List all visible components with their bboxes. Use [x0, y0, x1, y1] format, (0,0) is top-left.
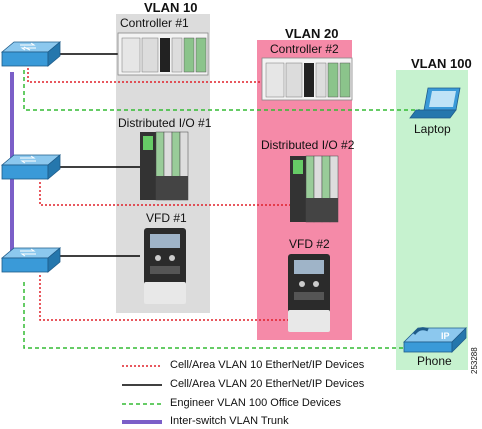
legend-label-vlan20: Cell/Area VLAN 20 EtherNet/IP Devices — [170, 378, 365, 390]
link-sw1-laptop — [23, 70, 420, 111]
dio1-label: Distributed I/O #1 — [118, 116, 212, 130]
phone-label: Phone — [417, 354, 452, 368]
vfd2-label: VFD #2 — [289, 237, 330, 251]
figure-number: 253288 — [470, 347, 479, 374]
legend-label-vlan10: Cell/Area VLAN 10 EtherNet/IP Devices — [170, 359, 365, 371]
link-sw3-phone — [23, 282, 408, 349]
vfd1-label: VFD #1 — [146, 211, 187, 225]
ip-phone-icon: IP — [403, 327, 467, 353]
controller-chassis-icon — [117, 32, 209, 76]
vlan20-title: VLAN 20 — [285, 26, 339, 41]
legend-label-vlan100: Engineer VLAN 100 Office Devices — [170, 397, 341, 409]
vfd-drive-icon — [288, 254, 330, 332]
ip-badge-text: IP — [441, 331, 450, 341]
switch-icon — [0, 41, 62, 67]
controller-chassis-icon — [261, 57, 353, 101]
laptop-icon — [409, 87, 461, 119]
laptop-label: Laptop — [414, 122, 451, 136]
legend-label-trunk: Inter-switch VLAN Trunk — [170, 415, 289, 427]
link-sw1-controller2 — [27, 68, 260, 83]
link-sw3-vfd2 — [39, 275, 292, 321]
vlan100-title: VLAN 100 — [411, 56, 472, 71]
vlan100-zone — [396, 70, 468, 370]
controller1-label: Controller #1 — [120, 16, 189, 30]
switch-icon — [0, 247, 62, 273]
vfd-drive-icon — [144, 228, 186, 304]
dio2-label: Distributed I/O #2 — [261, 138, 355, 152]
vlan10-title: VLAN 10 — [144, 0, 198, 15]
distributed-io-icon — [290, 155, 339, 223]
switch-icon — [0, 154, 62, 180]
distributed-io-icon — [140, 131, 189, 201]
controller2-label: Controller #2 — [270, 42, 339, 56]
